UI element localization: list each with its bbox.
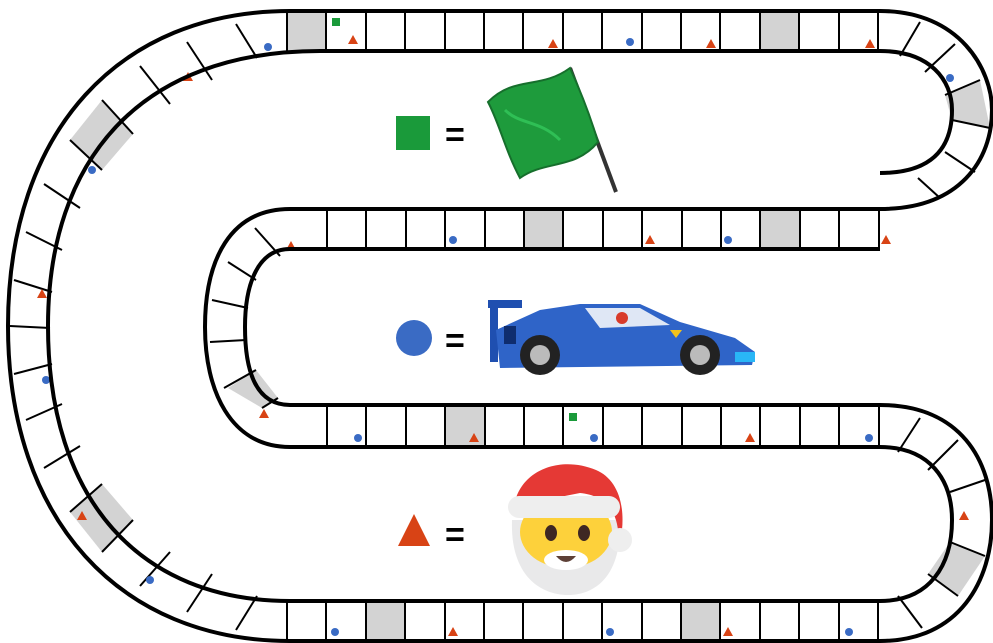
legend-row-car: = bbox=[396, 300, 755, 375]
car-marker bbox=[865, 434, 873, 442]
shaded-square bbox=[70, 100, 133, 170]
cell-divider bbox=[14, 280, 52, 292]
santa-marker bbox=[348, 35, 358, 44]
cell-divider bbox=[898, 418, 920, 452]
equals-sign: = bbox=[445, 116, 465, 154]
santa-marker bbox=[881, 235, 891, 244]
santa-marker bbox=[745, 433, 755, 442]
santa-face-icon bbox=[508, 464, 632, 595]
green-square-key bbox=[396, 116, 430, 150]
car-marker bbox=[626, 38, 634, 46]
santa-marker bbox=[548, 39, 558, 48]
car-marker bbox=[449, 236, 457, 244]
cell-divider bbox=[10, 326, 50, 328]
cell-divider bbox=[187, 574, 212, 612]
car-marker bbox=[354, 434, 362, 442]
cell-divider bbox=[900, 22, 920, 56]
cell-divider bbox=[945, 152, 975, 172]
cell-divider bbox=[898, 596, 922, 628]
red-triangle-key bbox=[398, 514, 430, 546]
santa-marker bbox=[259, 409, 269, 418]
cell-divider bbox=[925, 44, 955, 72]
shaded-square bbox=[760, 209, 800, 249]
car-marker bbox=[88, 166, 96, 174]
car-marker bbox=[331, 628, 339, 636]
cell-divider bbox=[210, 340, 246, 342]
cell-divider bbox=[236, 596, 257, 630]
santa-marker bbox=[723, 627, 733, 636]
shaded-square bbox=[287, 11, 326, 51]
car-marker bbox=[146, 576, 154, 584]
car-marker bbox=[946, 74, 954, 82]
santa-marker bbox=[645, 235, 655, 244]
santa-marker bbox=[865, 39, 875, 48]
car-marker bbox=[590, 434, 598, 442]
car-marker bbox=[724, 236, 732, 244]
car-marker bbox=[606, 628, 614, 636]
cell-divider bbox=[14, 364, 52, 374]
shaded-square bbox=[445, 405, 485, 447]
green-flag-icon bbox=[488, 68, 616, 192]
cell-divider bbox=[212, 300, 248, 308]
equals-sign: = bbox=[445, 322, 465, 360]
cell-divider bbox=[236, 24, 257, 58]
santa-marker bbox=[959, 511, 969, 520]
legend-row-flag: = bbox=[396, 68, 616, 192]
santa-marker bbox=[448, 627, 458, 636]
race-car-icon bbox=[488, 300, 755, 375]
car-marker bbox=[845, 628, 853, 636]
santa-marker bbox=[706, 39, 716, 48]
legend-row-santa: = bbox=[398, 464, 632, 595]
car-marker bbox=[42, 376, 50, 384]
flag-marker bbox=[569, 413, 577, 421]
shaded-square bbox=[760, 11, 799, 51]
flag-marker bbox=[332, 18, 340, 26]
cell-divider bbox=[140, 66, 170, 104]
blue-circle-key bbox=[396, 320, 432, 356]
shaded-square bbox=[366, 601, 405, 641]
cell-divider bbox=[918, 178, 940, 198]
shaded-square bbox=[524, 209, 563, 249]
cell-divider bbox=[950, 480, 985, 492]
shaded-square bbox=[681, 601, 720, 641]
equals-sign: = bbox=[445, 516, 465, 554]
car-marker bbox=[264, 43, 272, 51]
